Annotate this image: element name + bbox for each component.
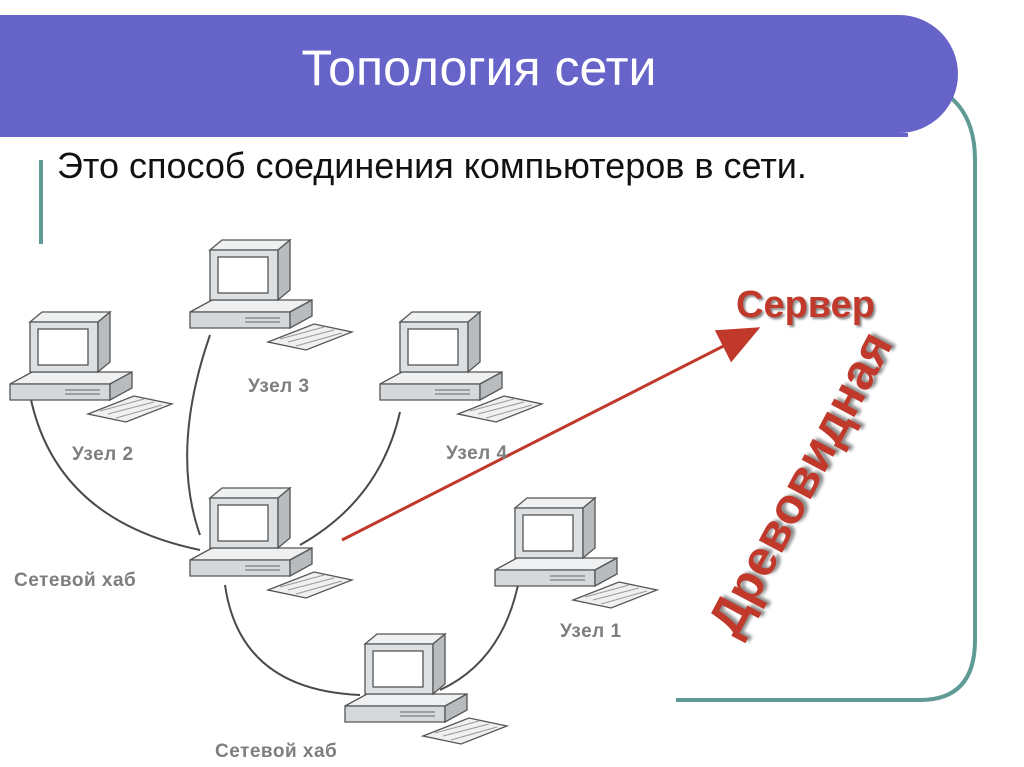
title-underline bbox=[0, 133, 908, 137]
computer-uzel2 bbox=[9, 311, 173, 423]
node-label-uzel2: Узел 2 bbox=[72, 444, 134, 465]
frame-line-right bbox=[676, 88, 977, 702]
node-label-uzel1: Узел 1 bbox=[560, 621, 622, 642]
cable-uzel4-hub1 bbox=[299, 411, 401, 546]
cable-uzel3-hub1 bbox=[186, 334, 211, 536]
computer-hub1 bbox=[189, 487, 353, 599]
cable-hub1-hub2 bbox=[224, 584, 361, 696]
node-label-hub2: Сетевой хаб bbox=[215, 741, 338, 762]
computer-uzel3 bbox=[189, 239, 353, 351]
slide-subtitle: Это способ соединения компьютеров в сети… bbox=[57, 145, 807, 186]
computer-uzel1 bbox=[494, 497, 658, 609]
cable-uzel2-hub1 bbox=[29, 394, 201, 551]
node-label-uzel4: Узел 4 bbox=[446, 443, 508, 464]
slide-title: Топология сети bbox=[301, 40, 657, 96]
title-bar bbox=[0, 15, 958, 133]
computer-uzel4 bbox=[379, 311, 543, 423]
server-label: Сервер bbox=[736, 284, 875, 326]
server-arrow bbox=[341, 327, 761, 542]
cable-uzel1-hub2 bbox=[439, 574, 521, 691]
computer-hub2 bbox=[344, 633, 508, 745]
node-label-uzel3: Узел 3 bbox=[248, 376, 310, 397]
node-label-hub1: Сетевой хаб bbox=[14, 570, 137, 591]
